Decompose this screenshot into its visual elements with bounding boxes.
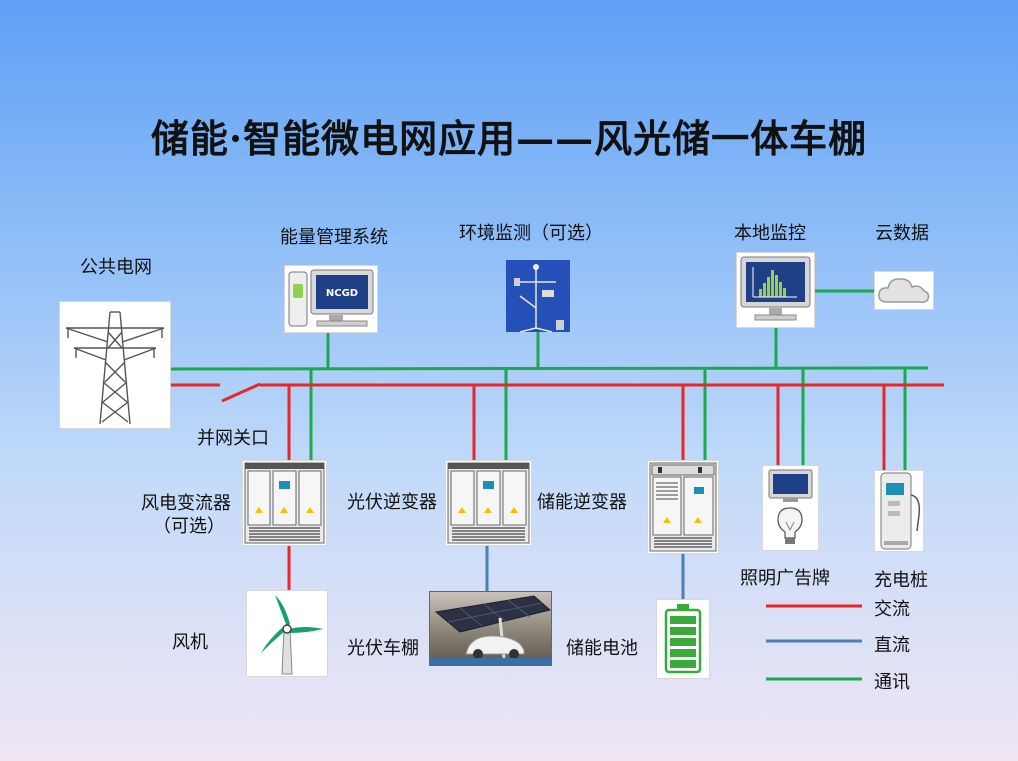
charging-pile-label: 充电桩 — [874, 570, 928, 591]
storage-battery-image — [656, 599, 710, 679]
charging-pile-image — [874, 470, 924, 552]
comm-bus-line — [164, 366, 929, 371]
public-grid-label: 公共电网 — [80, 257, 152, 278]
pv-carport-label: 光伏车棚 — [347, 638, 419, 659]
storage-inverter-label: 储能逆变器 — [537, 492, 627, 513]
cloud-icon — [878, 278, 930, 303]
dc-lines — [485, 544, 685, 600]
lighting-sign-label: 照明广告牌 — [740, 568, 830, 589]
legend-ac-label: 交流 — [874, 599, 910, 620]
cabinet-icon — [244, 462, 325, 544]
wind-converter-label-line2: （可选） — [153, 516, 225, 537]
cloud-image — [874, 271, 934, 310]
lighting-sign-image — [762, 465, 819, 551]
battery-icon — [664, 604, 702, 674]
grid-switch-label: 并网关口 — [197, 428, 269, 449]
monitor-bulb-icon — [768, 469, 813, 544]
local-monitor-image — [736, 252, 815, 328]
pv-carport-image — [429, 591, 552, 666]
ac-lines — [165, 382, 944, 590]
wind-turbine-icon — [261, 595, 323, 675]
transmission-tower-icon — [65, 311, 165, 425]
storage-inverter-cabinet — [647, 460, 719, 554]
ems-label: 能量管理系统 — [280, 227, 388, 248]
weather-station-image — [506, 260, 570, 333]
page-title: 储能·智能微电网应用——风光储一体车棚 — [150, 116, 868, 161]
computer-icon — [288, 269, 374, 327]
pv-inverter-cabinet — [445, 460, 532, 546]
env-monitor-label: 环境监测（可选） — [459, 223, 603, 244]
pv-inverter-label: 光伏逆变器 — [347, 492, 437, 513]
monitor-chart-icon — [740, 256, 811, 321]
grid-switch-blade — [221, 382, 261, 403]
cabinet-icon — [649, 462, 717, 552]
ems-screen-text: NCGD — [325, 288, 359, 299]
charging-pile-icon — [880, 472, 921, 550]
legend-comm-label: 通讯 — [874, 672, 910, 693]
weather-station-icon — [514, 264, 564, 333]
wind-converter-label-line1: 风电变流器 — [141, 493, 231, 514]
cabinet-icon — [447, 462, 530, 544]
solar-carport-icon — [430, 595, 551, 665]
cloud-label: 云数据 — [875, 223, 929, 244]
wind-turbine-label: 风机 — [172, 632, 208, 653]
ems-computer-image: NCGD — [284, 265, 378, 333]
legend-dc-label: 直流 — [874, 635, 910, 656]
wind-turbine-image — [246, 590, 328, 677]
local-monitor-label: 本地监控 — [734, 223, 806, 244]
storage-battery-label: 储能电池 — [566, 638, 638, 659]
transmission-tower-image — [59, 301, 171, 429]
wind-converter-cabinet — [242, 460, 327, 546]
